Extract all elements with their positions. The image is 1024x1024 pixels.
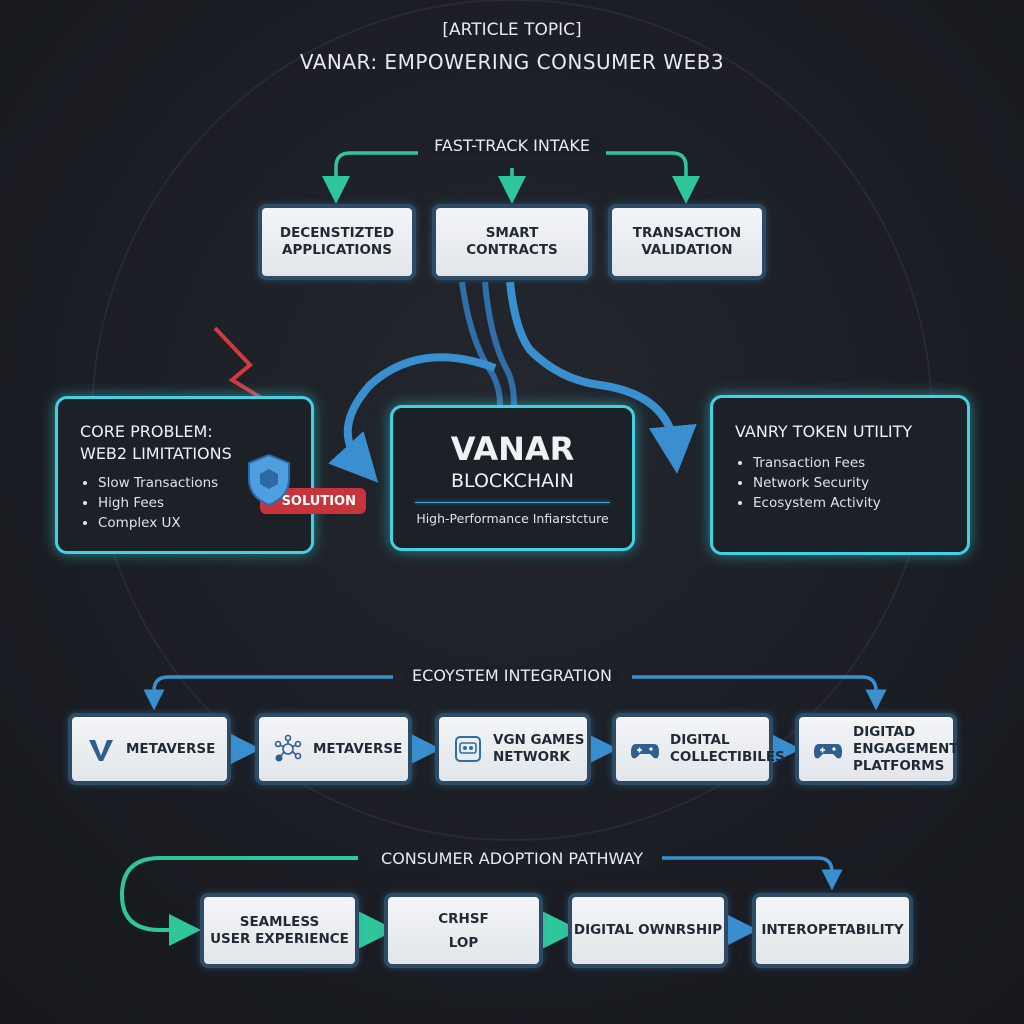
- gamepad-icon: [631, 744, 659, 759]
- fast-track-intake-label: FAST-TRACK INTAKE: [426, 136, 598, 155]
- adoption-box-interoperability: INTEROPETABILITY: [752, 893, 913, 968]
- ecosystem-box-metaverse: METAVERSE: [68, 713, 231, 785]
- divider: [415, 502, 610, 503]
- list-item: High Fees: [98, 493, 311, 513]
- ecosystem-integration-label: ECOYSTEM INTEGRATION: [404, 666, 620, 685]
- box-line: NETWORK: [493, 749, 570, 765]
- core-problem-subtitle: WEB2 LIMITATIONS: [80, 444, 232, 463]
- box-line: DECENSTIZTED: [279, 225, 395, 241]
- box-line: INTEROPETABILITY: [761, 922, 904, 938]
- adoption-box-digital-ownership: DIGITAL OWNRSHIP: [568, 893, 728, 968]
- box-line: TRANSACTION: [632, 225, 742, 241]
- ecosystem-box-metaverse-2: METAVERSE: [255, 713, 412, 785]
- box-line: CRHSF: [438, 910, 489, 927]
- token-title: VANRY TOKEN UTILITY: [735, 422, 913, 441]
- list-item: Transaction Fees: [753, 453, 967, 473]
- adoption-box-2: CRHSF LOP: [384, 893, 543, 968]
- box-line: COLLECTIBILES: [670, 749, 785, 765]
- list-item: Network Security: [753, 473, 967, 493]
- box-line: DIGITAL: [670, 732, 730, 748]
- vanar-subtitle: BLOCKCHAIN: [451, 470, 574, 492]
- list-item: Slow Transactions: [98, 473, 311, 493]
- box-line: DIGITAL OWNRSHIP: [573, 922, 723, 938]
- box-line: DIGITAD: [853, 723, 916, 740]
- list-item: Complex UX: [98, 513, 311, 533]
- network-nodes-icon: [274, 734, 302, 762]
- vanar-tagline: High-Performance Infiarstcture: [416, 511, 609, 526]
- box-line: PLATFORMS: [853, 757, 945, 774]
- vanar-title: VANAR: [450, 430, 575, 468]
- box-line: SEAMLESS: [239, 913, 320, 930]
- box-line: USER EXPERIENCE: [210, 930, 349, 947]
- core-problem-box: CORE PROBLEM: WEB2 LIMITATIONS Slow Trans…: [55, 396, 314, 554]
- article-topic: [ARTICLE TOPIC]: [442, 20, 582, 40]
- vanry-token-utility-box: VANRY TOKEN UTILITY Transaction FeesNetw…: [710, 395, 970, 555]
- box-line: SMART: [485, 225, 539, 241]
- consumer-adoption-pathway-label: CONSUMER ADOPTION PATHWAY: [373, 849, 651, 868]
- box-line: APPLICATIONS: [282, 242, 392, 258]
- box-line: ENGAGEMENT: [853, 740, 959, 757]
- page-title: VANAR: EMPOWERING CONSUMER WEB3: [299, 50, 725, 74]
- box-line: VGN GAMES: [493, 732, 585, 748]
- box-line: CONTRACTS: [466, 242, 558, 258]
- list-item: Ecosystem Activity: [753, 493, 967, 513]
- box-line: LOP: [448, 934, 479, 951]
- box-line: METAVERSE: [126, 740, 216, 757]
- game-console-icon: [455, 736, 481, 762]
- core-problem-title: CORE PROBLEM:: [80, 422, 213, 441]
- box-line: VALIDATION: [641, 242, 733, 258]
- vanar-blockchain-box: VANAR BLOCKCHAIN High-Performance Infiar…: [390, 405, 635, 551]
- vanar-logo-icon: [89, 740, 113, 761]
- gamepad-icon: [814, 744, 842, 759]
- box-line: METAVERSE: [313, 740, 403, 757]
- shield-icon: [248, 453, 290, 507]
